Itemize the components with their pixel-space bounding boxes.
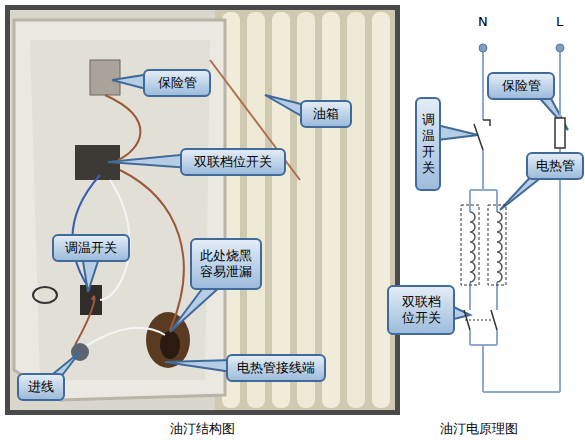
fuse-holder <box>90 60 120 95</box>
terminal-n <box>479 44 487 52</box>
callout-text: 双联档位开关 <box>399 294 443 326</box>
callout-box: 电热管 <box>526 152 584 180</box>
callout-text: 调温开关 <box>419 112 437 176</box>
callout-box: 保险管 <box>143 69 211 97</box>
figure-caption: 油汀电原理图 <box>440 420 518 438</box>
callout-box: 双联档位开关 <box>387 285 455 335</box>
callout-text-group: 保险管 <box>158 75 197 91</box>
callout-text: 保险管 <box>158 75 197 91</box>
callout-text: 保险管 <box>502 78 541 94</box>
circuit-wires <box>470 52 560 392</box>
wires <box>73 60 301 350</box>
terminal-label: L <box>556 14 563 29</box>
callout-text: 调温开关 <box>65 240 117 256</box>
callout-text: 进线 <box>28 379 54 395</box>
double-switch-symbol <box>464 310 497 330</box>
callout-text-group: 油箱 <box>313 106 339 122</box>
callout-box: 进线 <box>17 373 65 401</box>
radiator-fins <box>215 10 395 410</box>
fuse-symbol <box>555 118 565 148</box>
callout-text: 电热管接线端 <box>237 360 315 376</box>
burn-core <box>160 331 180 359</box>
terminal-l <box>556 44 564 52</box>
callout-text-group: 调温开关 <box>419 112 437 176</box>
callout-text-group: 电热管 <box>536 158 575 174</box>
callout-text-group: 调温开关 <box>65 240 117 256</box>
callout-text-group: 电热管接线端 <box>237 360 315 376</box>
callout-box: 此处烧黑容易泄漏 <box>190 238 262 290</box>
callout-text-group: 进线 <box>28 379 54 395</box>
coil-symbols <box>461 205 506 285</box>
callout-box: 油箱 <box>300 100 352 128</box>
thermostat-symbol <box>474 120 490 150</box>
callout-box: 双联档位开关 <box>180 148 286 176</box>
callout-text: 此处烧黑容易泄漏 <box>198 248 254 280</box>
callout-text-group: 双联档位开关 <box>399 294 443 326</box>
terminal-label: N <box>478 14 488 29</box>
photo-frame <box>5 5 400 415</box>
cable-loop <box>33 287 57 303</box>
callout-pointers <box>48 74 568 378</box>
callout-box: 保险管 <box>487 72 555 100</box>
housing-inner <box>30 40 210 380</box>
callout-text-group: 此处烧黑容易泄漏 <box>198 248 254 280</box>
callout-text-group: 保险管 <box>502 78 541 94</box>
callout-text: 油箱 <box>313 106 339 122</box>
callout-box: 调温开关 <box>415 97 441 191</box>
callout-box: 调温开关 <box>52 234 130 262</box>
callout-text-group: 双联档位开关 <box>194 154 272 170</box>
figure-caption: 油汀结构图 <box>170 420 235 438</box>
housing-tray <box>14 20 225 400</box>
callout-text: 电热管 <box>536 158 575 174</box>
photo-background <box>10 10 395 410</box>
callout-box: 电热管接线端 <box>226 354 326 382</box>
callout-text: 双联档位开关 <box>194 154 272 170</box>
